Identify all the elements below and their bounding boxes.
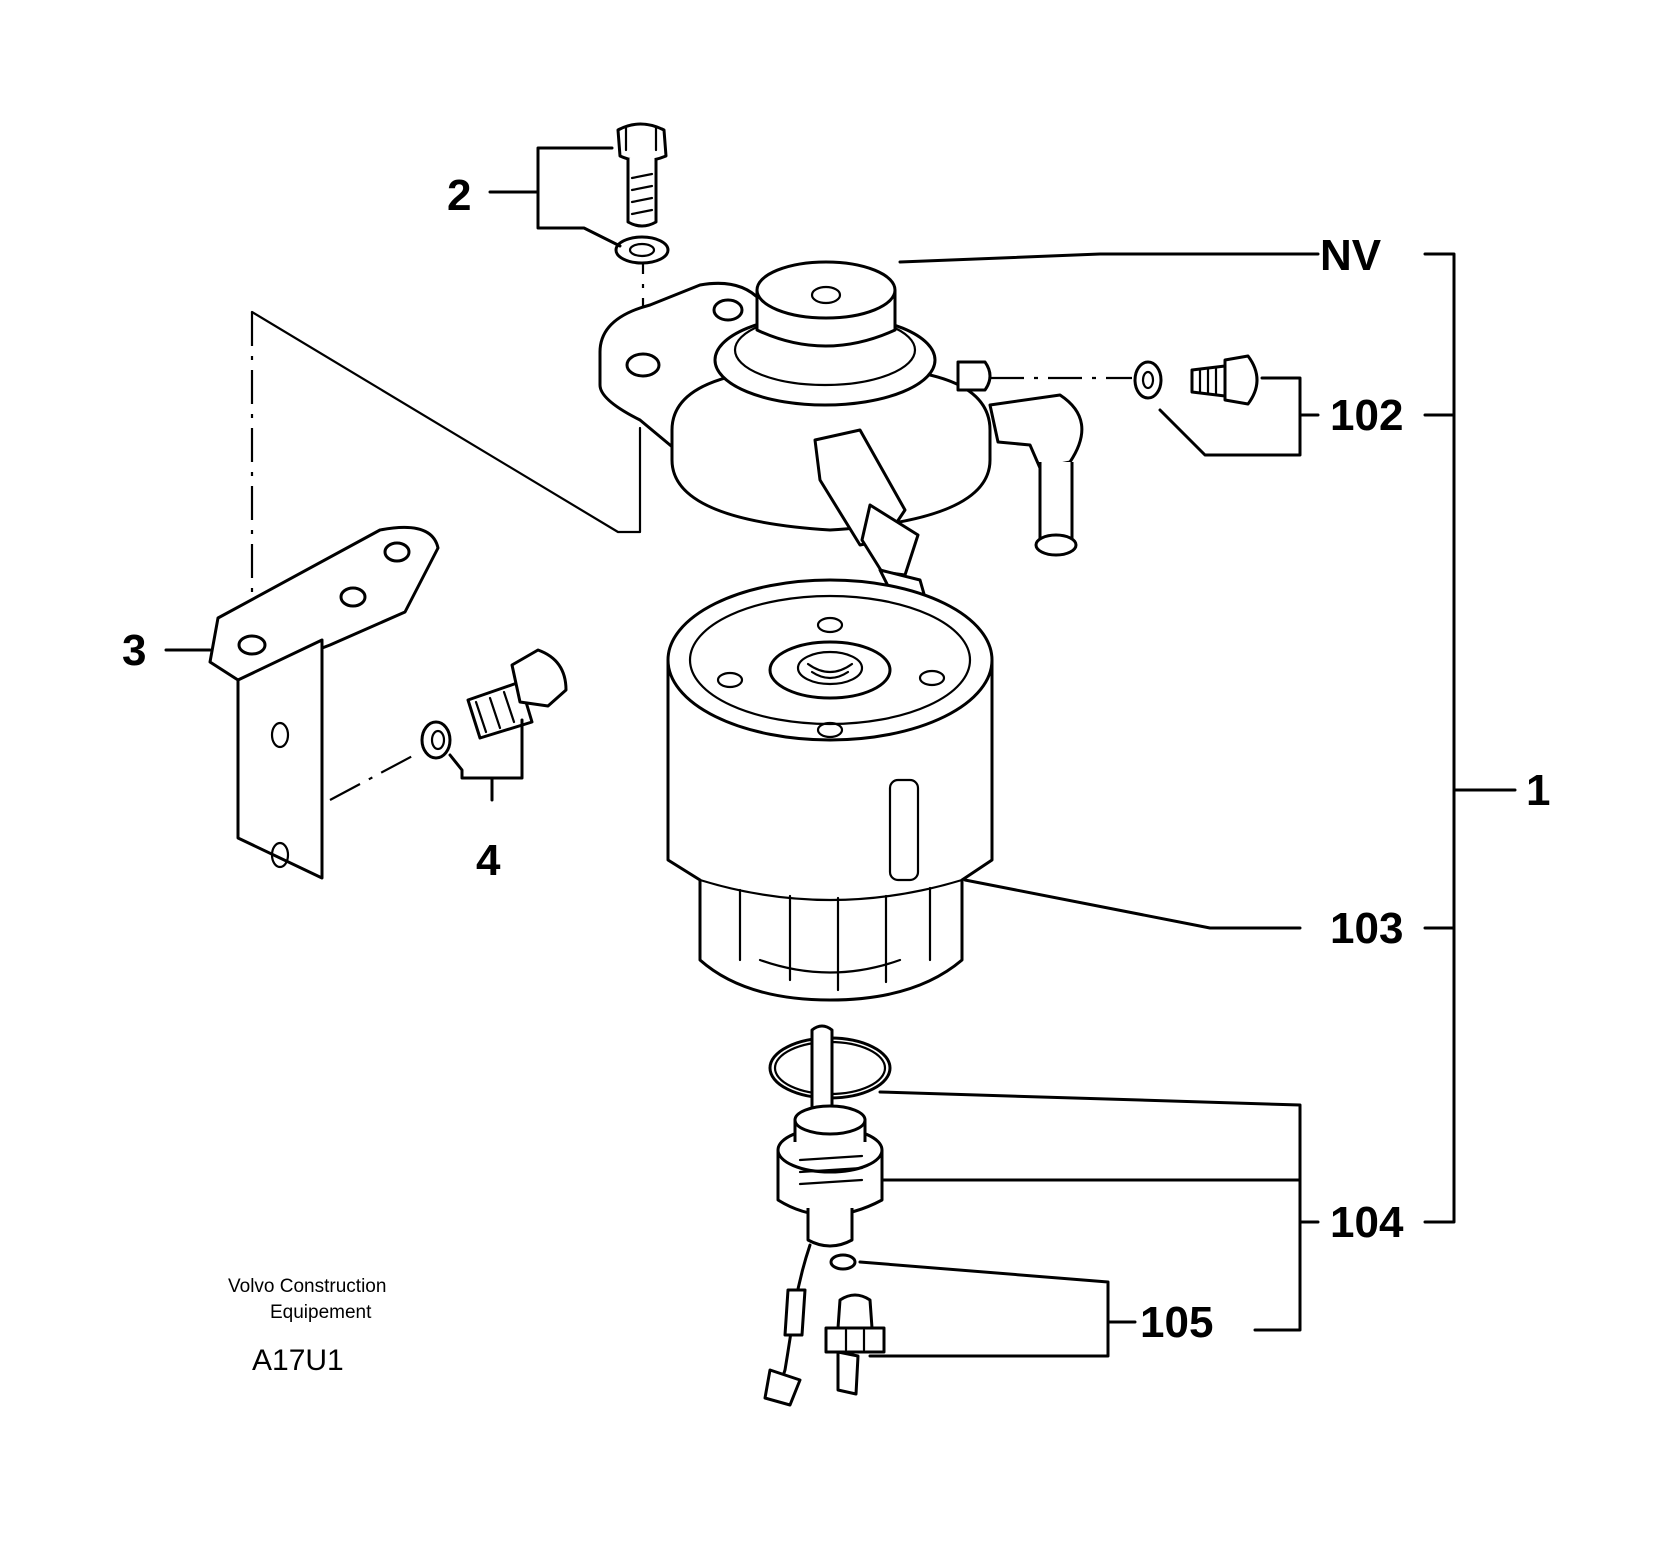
- sensor-part-105: [824, 1293, 886, 1396]
- callout-4: 4: [476, 836, 501, 885]
- washer-part-2: [614, 235, 670, 265]
- figure-code: A17U1: [252, 1344, 344, 1377]
- callout-2: 2: [447, 171, 471, 220]
- washer-part-4: [420, 720, 452, 760]
- mounting-bracket-part-3: [208, 525, 440, 880]
- washer-part-102: [1133, 360, 1163, 400]
- bolt-part-102: [1190, 354, 1259, 406]
- callout-104: 104: [1330, 1198, 1404, 1247]
- filter-bowl-part-103: [666, 578, 994, 1002]
- manufacturer-name-line1: Volvo Construction: [228, 1276, 386, 1297]
- bolt-part-2: [616, 122, 668, 228]
- drain-plug-part-104: [776, 1024, 884, 1248]
- callout-103: 103: [1330, 904, 1403, 953]
- bolt-part-4: [466, 648, 568, 740]
- manufacturer-name-line2: Equipement: [270, 1302, 372, 1323]
- callout-3: 3: [122, 626, 146, 675]
- callout-1: 1: [1526, 766, 1550, 815]
- leader-lines: [164, 146, 1517, 1358]
- filter-head: [598, 260, 1084, 623]
- callout-105: 105: [1140, 1298, 1213, 1347]
- callout-nv: NV: [1320, 231, 1382, 280]
- o-ring-part-105: [829, 1253, 857, 1271]
- wire-lead: [763, 1243, 812, 1407]
- callout-102: 102: [1330, 391, 1403, 440]
